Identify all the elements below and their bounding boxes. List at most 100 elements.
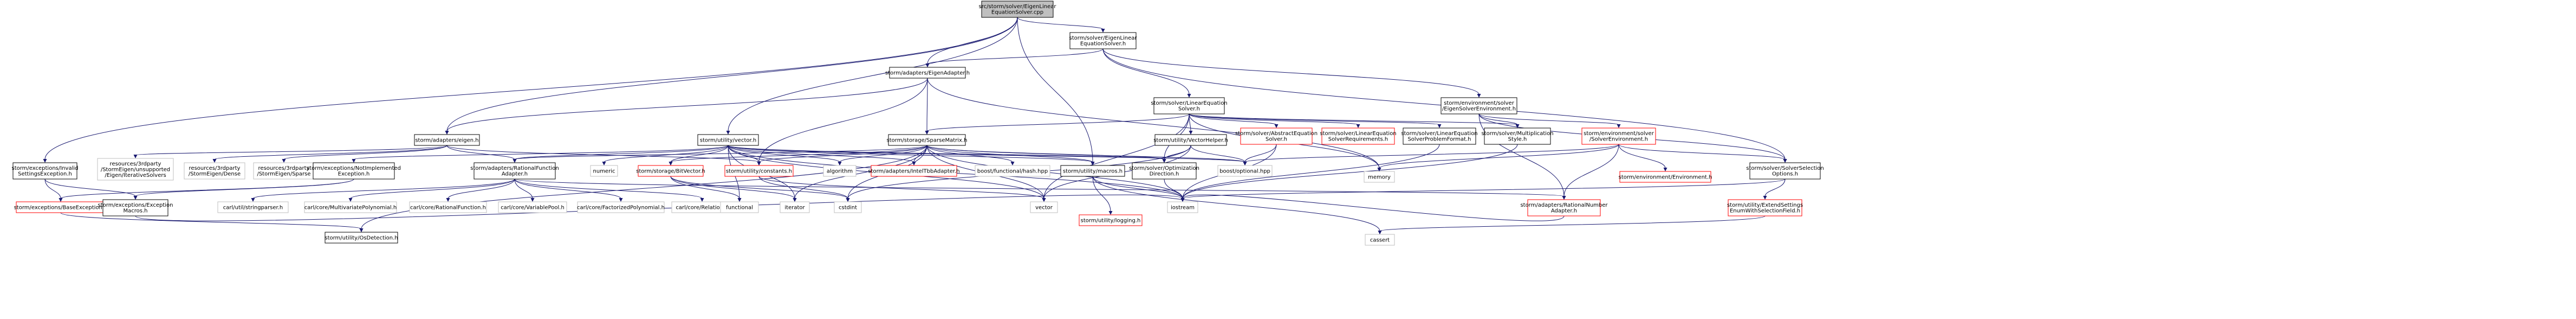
node-label-eigenenv-0: storm/environment/solver xyxy=(1444,100,1515,106)
arrowhead-sparsematrix-to-bitvector xyxy=(669,162,673,165)
node-iostream: iostream xyxy=(1167,201,1198,213)
node-label-root-1: EquationSolver.cpp xyxy=(991,10,1043,16)
edge-linsolver-to-multstyle xyxy=(1189,113,1518,125)
node-box-iterator xyxy=(780,201,810,213)
node-inteltbb[interactable]: storm/adapters/IntelTbbAdapter.h xyxy=(868,165,960,177)
node-label-linsolvprob-1: SolverProblemFormat.h xyxy=(1407,137,1471,143)
node-boosthash: boost/functional/hash.hpp xyxy=(975,165,1050,177)
node-box-root xyxy=(981,1,1054,18)
edge-vectorh-to-bitvector xyxy=(670,145,729,163)
arrowhead-root-to-eigenlinsolver xyxy=(1101,29,1105,33)
node-constants[interactable]: storm/utility/constants.h xyxy=(724,165,794,177)
arrowhead-eigenh-to-dense xyxy=(212,159,217,163)
nodes-layer: src/storm/solver/EigenLinearEquationSolv… xyxy=(12,1,1824,246)
node-solverenv[interactable]: storm/environment/solver/SolverEnvironme… xyxy=(1581,127,1656,145)
arrowhead-vectorh-to-notimpl xyxy=(352,159,356,163)
node-macros[interactable]: storm/utility/macros.h xyxy=(1060,165,1125,177)
node-notimpl[interactable]: storm/exceptions/NotImplementedException… xyxy=(307,162,401,180)
node-linsolvprob[interactable]: storm/solver/LinearEquationSolverProblem… xyxy=(1401,127,1478,145)
node-root[interactable]: src/storm/solver/EigenLinearEquationSolv… xyxy=(979,1,1057,18)
node-eigenh[interactable]: storm/adapters/eigen.h xyxy=(414,134,480,146)
node-invalidsettings[interactable]: storm/exceptions/InvalidSettingsExceptio… xyxy=(12,162,79,180)
node-algorithm: algorithm xyxy=(823,165,856,177)
edge-solverenv-to-memory xyxy=(1379,144,1619,169)
arrowhead-ratfunc-to-relation xyxy=(700,198,704,202)
node-box-eigenh xyxy=(414,134,480,146)
node-extendenum[interactable]: storm/utility/ExtendSettingsEnumWithSele… xyxy=(1727,199,1803,216)
edge-constants-to-vector xyxy=(758,176,1044,199)
edge-ratfunc-to-ratfunch xyxy=(447,178,515,199)
node-label-linsolver-0: storm/solver/LinearEquation xyxy=(1151,100,1227,106)
node-box-dense xyxy=(184,162,245,180)
edge-root-to-macros xyxy=(1017,17,1093,163)
node-label-relation-0: carl/core/Relation.h xyxy=(676,205,728,210)
node-eigenadapter[interactable]: storm/adapters/EigenAdapter.h xyxy=(885,67,970,79)
arrowhead-eigenlinsolver-to-eigenadapter xyxy=(925,63,930,67)
edge-sparsematrix-to-iterator xyxy=(794,145,927,199)
edge-eigenenv-to-solverenv xyxy=(1478,113,1619,125)
node-label-multstyle-0: storm/solver/Multiplication xyxy=(1481,131,1553,137)
node-dense: resources/3rdparty/StormEigen/Dense xyxy=(184,162,245,180)
node-envenv[interactable]: storm/environment/Environment.h xyxy=(1619,171,1712,183)
node-vectorh[interactable]: storm/utility/vector.h xyxy=(697,134,759,146)
edge-root-to-eigenh xyxy=(446,17,1018,132)
arrowhead-extendenum-to-cassert xyxy=(1378,231,1382,234)
node-label-baseexc-0: storm/exceptions/BaseException.h xyxy=(14,205,108,210)
node-label-linsolvreq-1: SolverRequirements.h xyxy=(1328,137,1388,143)
node-ratfunch: carl/core/RationalFunction.h xyxy=(409,201,487,213)
node-box-solverenv xyxy=(1581,127,1656,145)
node-sparsematrix[interactable]: storm/storage/SparseMatrix.h xyxy=(887,134,968,146)
arrowhead-macros-to-logging xyxy=(1108,211,1113,215)
edge-sparsematrix-to-constants xyxy=(758,145,927,163)
node-label-sparse-0: resources/3rdparty xyxy=(258,165,310,171)
edges-layer xyxy=(43,17,1787,234)
node-box-vectorh xyxy=(697,134,759,146)
node-label-macros-0: storm/utility/macros.h xyxy=(1063,168,1122,174)
node-vectorhelper[interactable]: storm/utility/VectorHelper.h xyxy=(1153,134,1228,146)
edge-ratfunc-to-multivar xyxy=(350,178,515,199)
node-label-vectorhelper-0: storm/utility/VectorHelper.h xyxy=(1153,137,1228,143)
node-label-ratfunc-0: storm/adapters/RationalFunction xyxy=(470,165,559,171)
node-memory: memory xyxy=(1364,171,1395,183)
node-label-boostopt-0: boost/optional.hpp xyxy=(1219,168,1270,174)
node-bitvector[interactable]: storm/storage/BitVector.h xyxy=(636,165,705,177)
arrowhead-vectorhelper-to-optdir xyxy=(1162,159,1166,163)
node-label-eigenadapter-0: storm/adapters/EigenAdapter.h xyxy=(885,70,970,76)
node-baseexc[interactable]: storm/exceptions/BaseException.h xyxy=(14,201,108,213)
node-label-iterator-0: iterator xyxy=(784,205,805,210)
node-box-notimpl xyxy=(313,162,395,180)
node-label-solversel-1: Options.h xyxy=(1772,171,1798,177)
edge-sparsematrix-to-osdetect xyxy=(361,145,927,229)
arrowhead-sparsematrix-to-inteltbb xyxy=(912,162,916,165)
edge-sparsematrix-to-ratfunc xyxy=(514,145,927,160)
arrowhead-bitvector-to-functional xyxy=(737,198,742,202)
node-box-sparsematrix xyxy=(888,134,966,146)
edge-macros-to-cassert xyxy=(1092,176,1380,232)
arrowhead-linsolver-to-abstractsolver xyxy=(1274,124,1279,128)
edge-eigenh-to-ratfunc xyxy=(446,145,515,160)
node-logging[interactable]: storm/utility/logging.h xyxy=(1079,214,1143,226)
node-box-inteltbb xyxy=(871,165,957,177)
edge-baseexc-to-osdetect xyxy=(60,212,362,229)
edge-sparsematrix-to-boostopt xyxy=(926,145,1245,163)
edge-solverenv-to-envenv xyxy=(1618,144,1666,169)
node-box-constants xyxy=(724,165,794,177)
node-osdetect[interactable]: storm/utility/OsDetection.h xyxy=(325,232,398,244)
edge-ratfunc-to-factorized xyxy=(514,178,621,199)
node-label-dense-1: /StormEigen/Dense xyxy=(189,171,241,177)
node-label-sparsematrix-0: storm/storage/SparseMatrix.h xyxy=(887,137,968,143)
node-label-linsolvprob-0: storm/solver/LinearEquation xyxy=(1401,131,1477,137)
node-eigenenv[interactable]: storm/environment/solver/EigenSolverEnvi… xyxy=(1441,97,1517,114)
node-linsolvreq[interactable]: storm/solver/LinearEquationSolverRequire… xyxy=(1320,127,1397,145)
node-label-excmacros-1: Macros.h xyxy=(124,208,148,214)
